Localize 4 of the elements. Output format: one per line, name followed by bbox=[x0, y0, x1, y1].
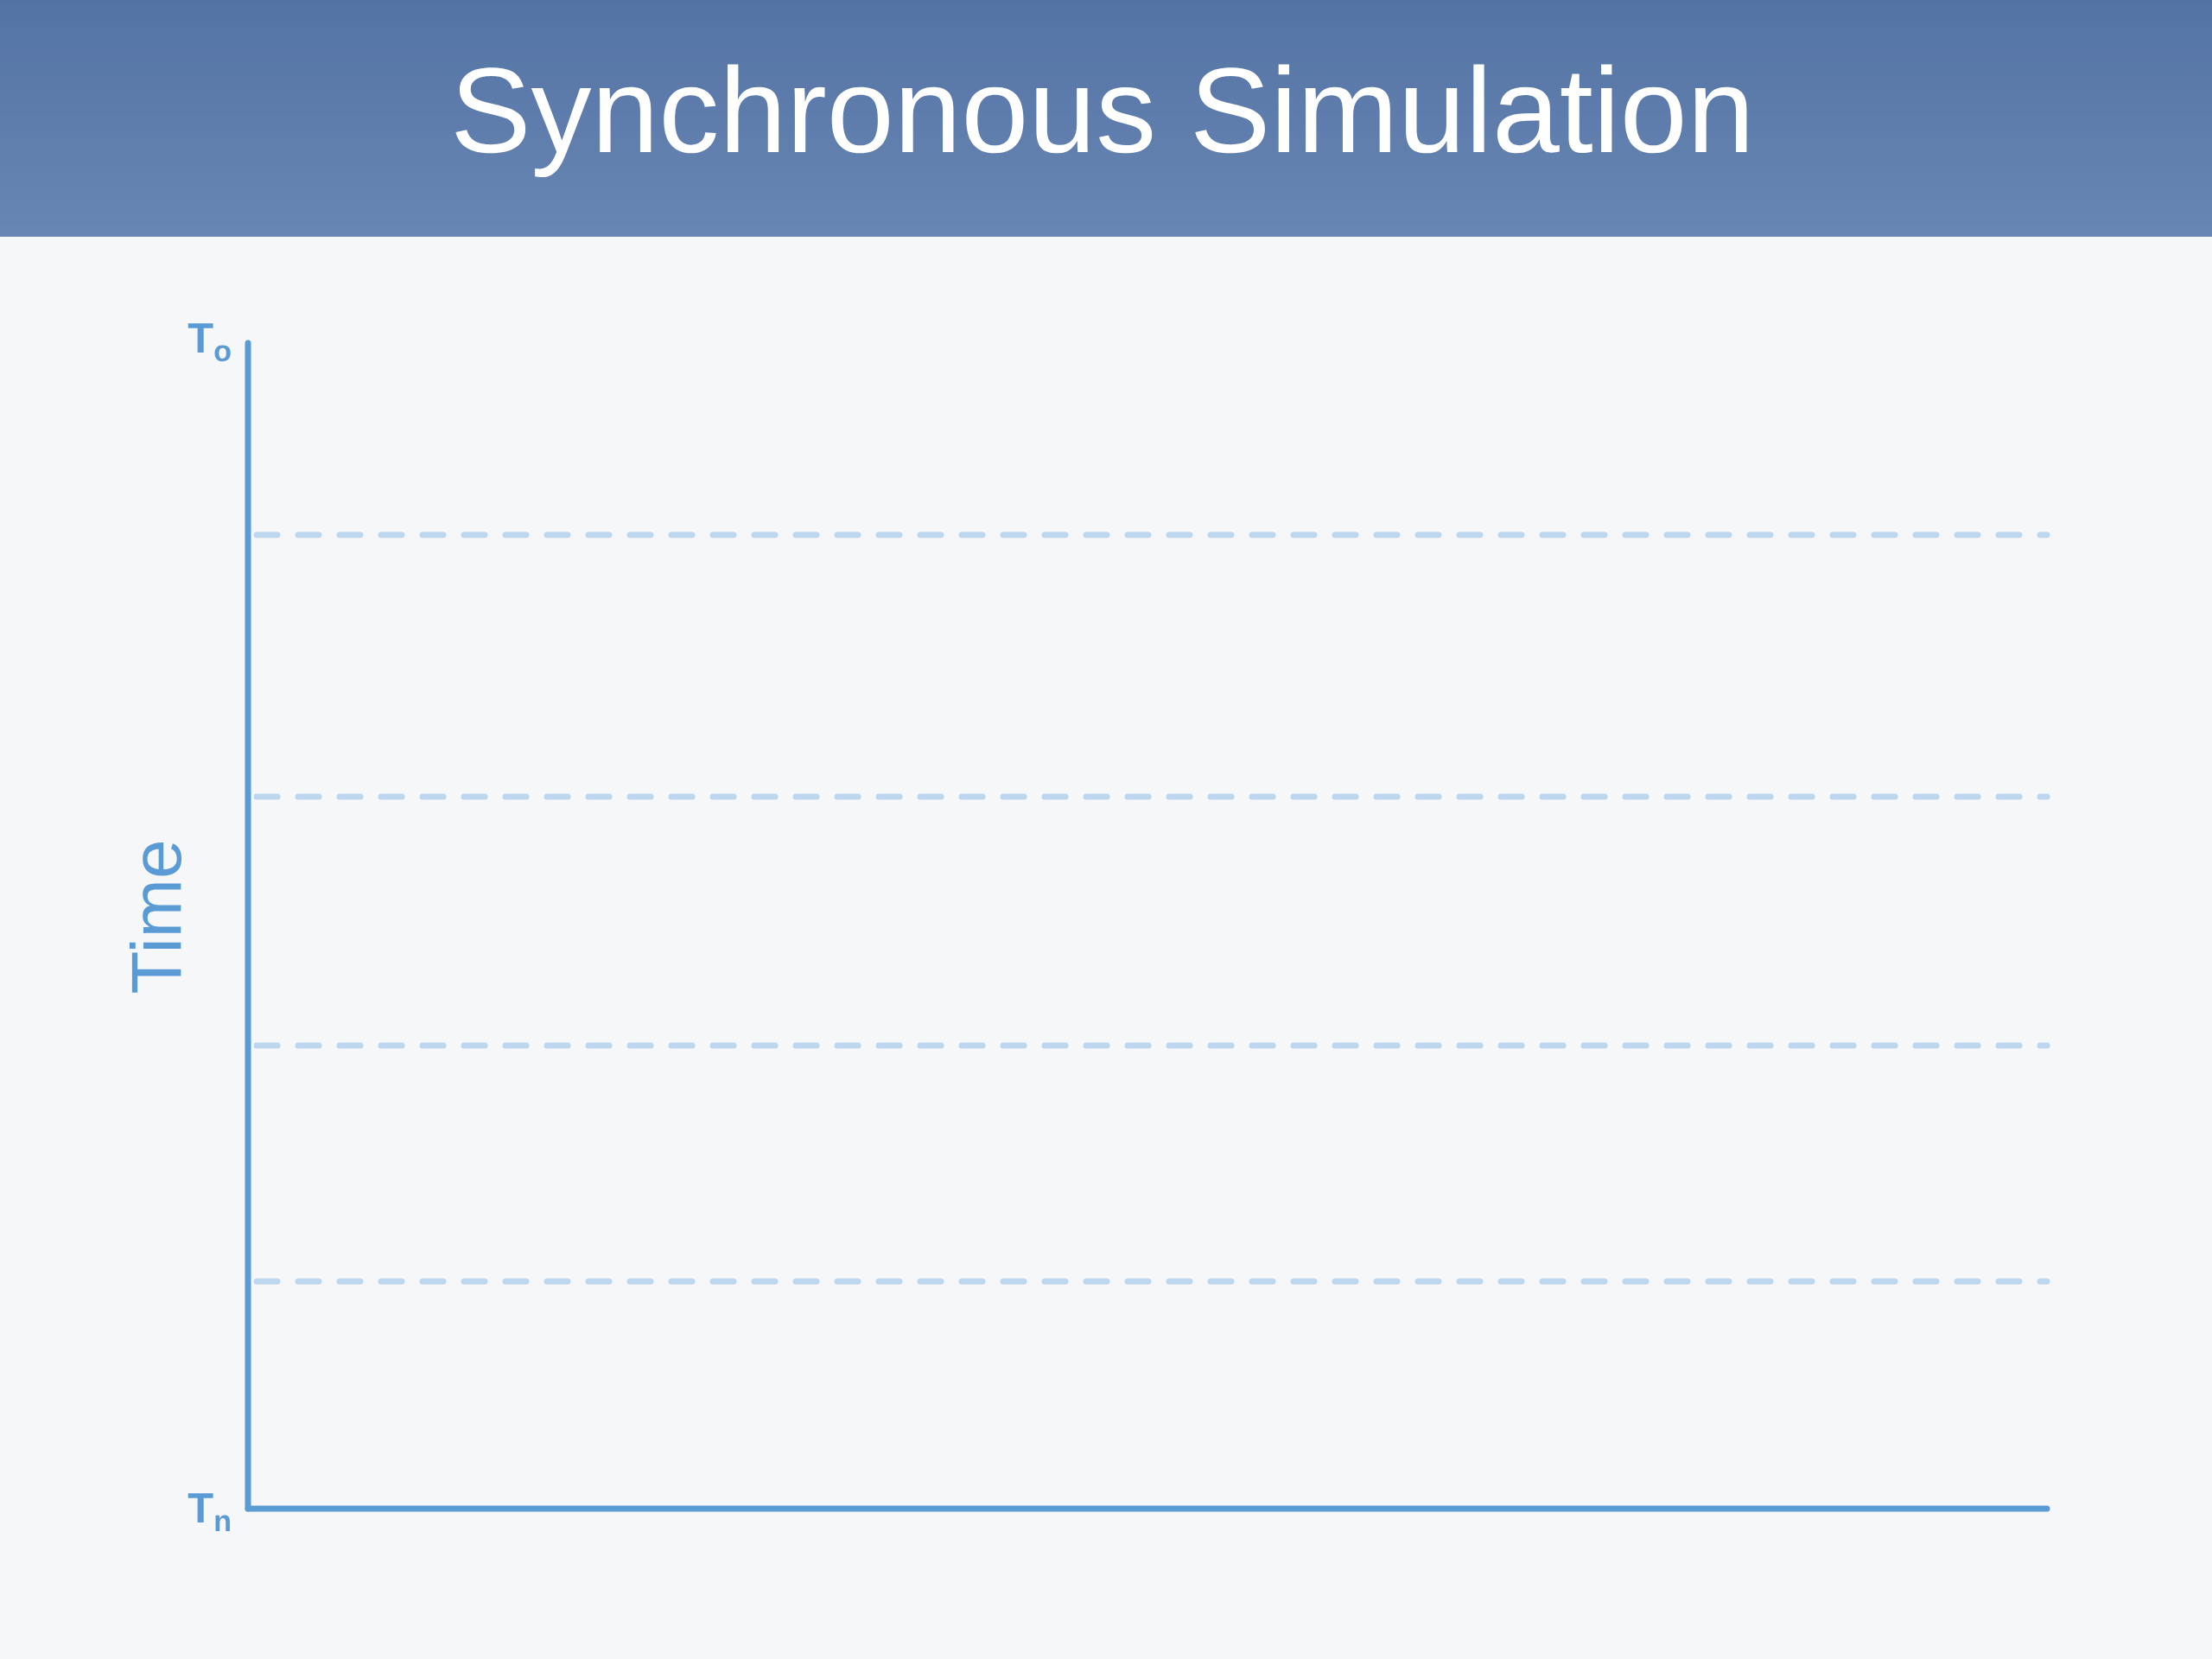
tick-label: T$_{n}$ bbox=[188, 1493, 230, 1531]
title: Synchronous Simulation bbox=[455, 64, 1747, 178]
axis-label: Time bbox=[129, 842, 182, 993]
tick-label: T$_{o}$ bbox=[188, 323, 231, 362]
